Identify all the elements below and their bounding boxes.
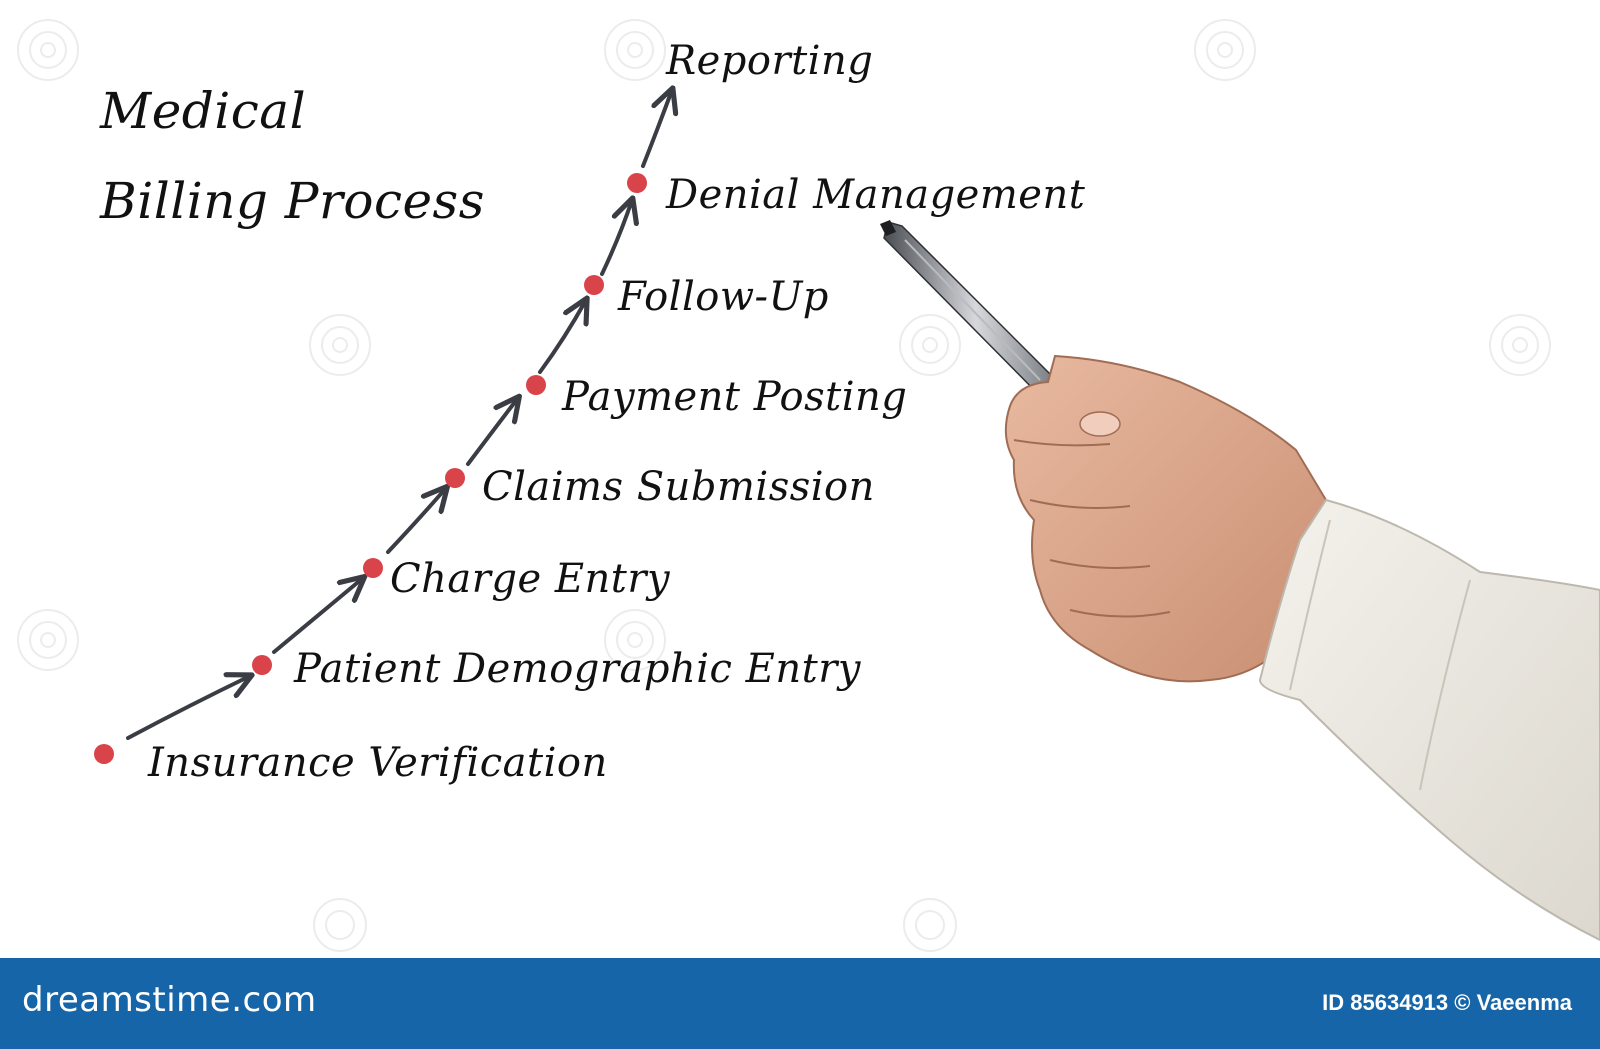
flow-arrow-3 — [386, 488, 446, 554]
watermark-logo-icon — [899, 314, 961, 376]
watermark-logo-icon — [604, 609, 666, 671]
step-dot-5 — [526, 375, 546, 395]
flow-arrow-1 — [126, 676, 250, 740]
step-label-1: Insurance Verification — [148, 740, 608, 786]
watermark-logo-icon — [1194, 19, 1256, 81]
step-label-2: Patient Demographic Entry — [294, 646, 861, 692]
footer-brand[interactable]: dreamstime.com — [22, 980, 317, 1020]
step-label-8: Reporting — [666, 38, 874, 84]
flow-arrow-6 — [600, 200, 632, 276]
flow-arrow-5 — [538, 300, 586, 374]
step-label-3: Charge Entry — [390, 556, 671, 602]
watermark-logo-icon — [1489, 314, 1551, 376]
pen-icon — [880, 220, 1070, 408]
diagram-title-line-2: Billing Process — [100, 172, 485, 230]
step-dot-2 — [252, 655, 272, 675]
step-label-5: Payment Posting — [562, 374, 908, 420]
flow-arrow-4 — [466, 398, 518, 466]
footer-bar: dreamstime.com ID 85634913 © Vaeenma — [0, 958, 1600, 1049]
step-label-7: Denial Management — [666, 172, 1086, 218]
flow-arrow-7 — [641, 90, 672, 168]
step-dot-1 — [94, 744, 114, 764]
watermark-logo-icon — [309, 314, 371, 376]
watermark-logo-icon — [903, 898, 957, 952]
hand-icon — [1004, 354, 1328, 683]
flow-arrows — [94, 0, 1600, 764]
footer-image-id: ID 85634913 © Vaeenma — [1322, 990, 1572, 1015]
step-label-4: Claims Submission — [482, 464, 875, 510]
watermark-logo-icon — [604, 19, 666, 81]
watermark-logo-icon — [17, 609, 79, 671]
hand-with-pen-image — [880, 220, 1600, 942]
step-dot-4 — [445, 468, 465, 488]
shirt-sleeve-icon — [1258, 498, 1600, 942]
diagram-title-line-1: Medical — [100, 82, 307, 140]
watermark-layer — [17, 19, 1551, 952]
step-dot-6 — [584, 275, 604, 295]
watermark-logo-icon — [17, 19, 79, 81]
watermark-logo-icon — [313, 898, 367, 952]
step-dot-7 — [627, 173, 647, 193]
step-dot-3 — [363, 558, 383, 578]
step-label-6: Follow-Up — [618, 274, 829, 320]
flow-arrow-2 — [272, 578, 363, 654]
